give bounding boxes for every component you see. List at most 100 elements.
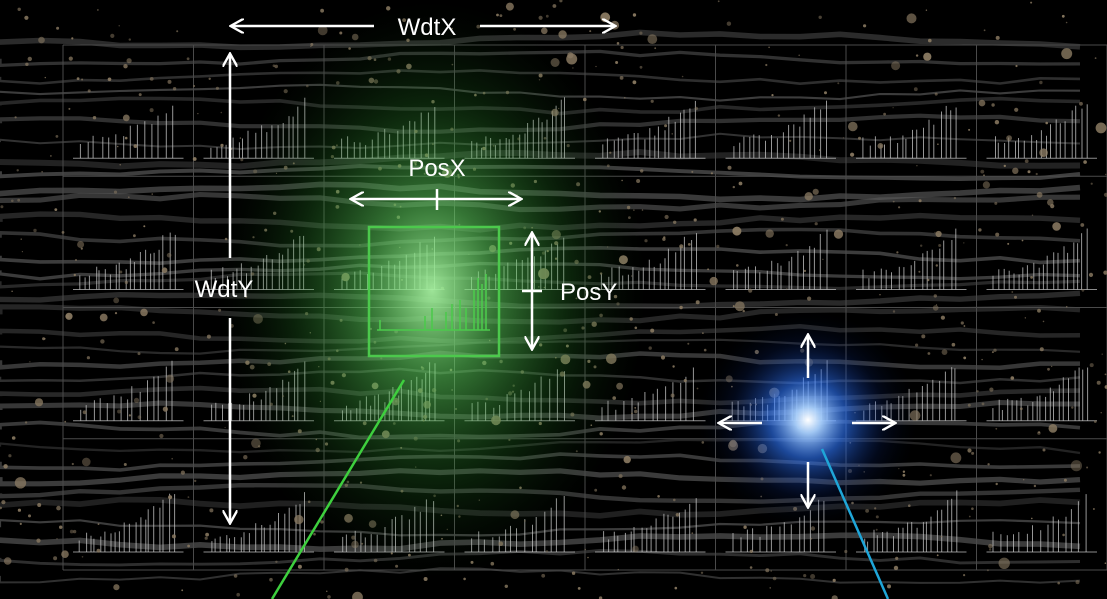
dust-particle xyxy=(842,137,845,139)
dust-particle xyxy=(149,108,154,113)
wave-stroke xyxy=(0,549,1081,567)
dust-particle xyxy=(933,294,937,298)
dust-particle xyxy=(124,280,129,285)
dust-particle xyxy=(37,503,42,507)
dust-particle xyxy=(732,185,735,189)
dust-particle xyxy=(82,410,87,415)
dust-particle xyxy=(664,124,668,128)
dust-particle xyxy=(313,532,316,536)
dust-particle xyxy=(951,342,956,347)
dust-particle xyxy=(812,188,819,195)
dust-particle xyxy=(923,52,932,61)
dust-particle xyxy=(72,529,77,534)
dust-particle xyxy=(11,199,14,203)
dust-particle xyxy=(1031,214,1034,216)
dust-particle xyxy=(559,0,563,3)
dust-particle xyxy=(584,548,587,551)
wave-stroke xyxy=(0,567,1081,584)
dust-particle xyxy=(187,496,190,498)
dust-particle xyxy=(126,58,132,64)
dust-particle xyxy=(56,505,61,511)
dust-particle xyxy=(988,548,992,551)
dust-particle xyxy=(124,136,128,140)
dust-particle xyxy=(920,244,923,247)
width-x-label: WdtX xyxy=(398,14,457,41)
dust-particle xyxy=(572,67,574,69)
dust-particle xyxy=(673,220,677,224)
dust-particle xyxy=(875,528,878,531)
dust-particle xyxy=(749,566,753,569)
dust-particle xyxy=(875,515,879,519)
dust-particle xyxy=(624,97,626,99)
dust-particle xyxy=(166,252,172,258)
dust-particle xyxy=(56,26,60,30)
dust-particle xyxy=(541,573,546,578)
dust-particle xyxy=(717,0,720,3)
dust-particle xyxy=(1079,101,1083,106)
dust-particle xyxy=(119,164,121,166)
dust-particle xyxy=(96,548,101,553)
dust-particle xyxy=(915,54,919,57)
dust-particle xyxy=(192,157,197,161)
four-way-arrow-icon[interactable] xyxy=(720,336,894,506)
dust-particle xyxy=(1019,407,1023,411)
dust-particle xyxy=(73,273,77,277)
dust-particle xyxy=(1086,466,1089,469)
dust-particle xyxy=(11,436,16,440)
dust-particle xyxy=(161,267,168,274)
dust-particle xyxy=(978,99,986,107)
dust-particle xyxy=(463,577,466,581)
dust-particle xyxy=(310,43,314,46)
dust-particle xyxy=(621,485,627,490)
dust-particle xyxy=(934,92,938,96)
dust-particle xyxy=(736,264,739,267)
dust-particle xyxy=(204,536,208,540)
dust-particle xyxy=(16,169,19,172)
dust-particle xyxy=(683,379,687,383)
dust-particle xyxy=(122,114,130,122)
dust-particle xyxy=(673,498,676,502)
dust-particle xyxy=(80,247,83,250)
dust-particle xyxy=(1037,308,1041,313)
dust-particle xyxy=(976,390,979,393)
dust-particle xyxy=(1024,159,1029,164)
dust-particle xyxy=(1065,305,1068,308)
dust-particle xyxy=(940,315,946,320)
dust-particle xyxy=(650,99,654,103)
dust-particle xyxy=(892,310,896,313)
dust-particle xyxy=(803,574,807,578)
dust-particle xyxy=(1089,363,1094,368)
dust-particle xyxy=(297,564,302,569)
dust-particle xyxy=(657,495,660,498)
dust-particle xyxy=(1051,365,1053,367)
dust-particle xyxy=(994,120,1000,125)
dust-particle xyxy=(798,54,800,57)
dust-particle xyxy=(116,145,119,148)
dust-particle xyxy=(696,387,699,390)
dust-particle xyxy=(896,251,899,254)
dust-particle xyxy=(11,290,13,292)
dust-particle xyxy=(75,259,77,261)
dust-particle xyxy=(963,574,966,577)
dust-particle xyxy=(176,30,179,33)
dust-particle xyxy=(1042,448,1046,452)
dust-particle xyxy=(726,21,732,26)
dust-particle xyxy=(887,584,891,589)
dust-particle xyxy=(50,155,52,157)
dust-particle xyxy=(743,525,747,529)
dust-particle xyxy=(632,545,639,553)
dust-particle xyxy=(114,312,118,315)
dust-particle xyxy=(898,206,901,209)
selection-window-box[interactable] xyxy=(367,225,501,358)
dust-particle xyxy=(100,339,105,344)
dust-particle xyxy=(38,36,45,44)
dust-particle xyxy=(925,9,928,11)
dust-particle xyxy=(1096,380,1101,385)
dust-particle xyxy=(110,33,115,39)
dust-particle xyxy=(702,332,704,334)
dust-particle xyxy=(1092,508,1095,510)
dust-particle xyxy=(918,270,921,273)
dust-particle xyxy=(994,201,998,205)
dust-particle xyxy=(995,35,1000,40)
dust-particle xyxy=(703,348,707,352)
